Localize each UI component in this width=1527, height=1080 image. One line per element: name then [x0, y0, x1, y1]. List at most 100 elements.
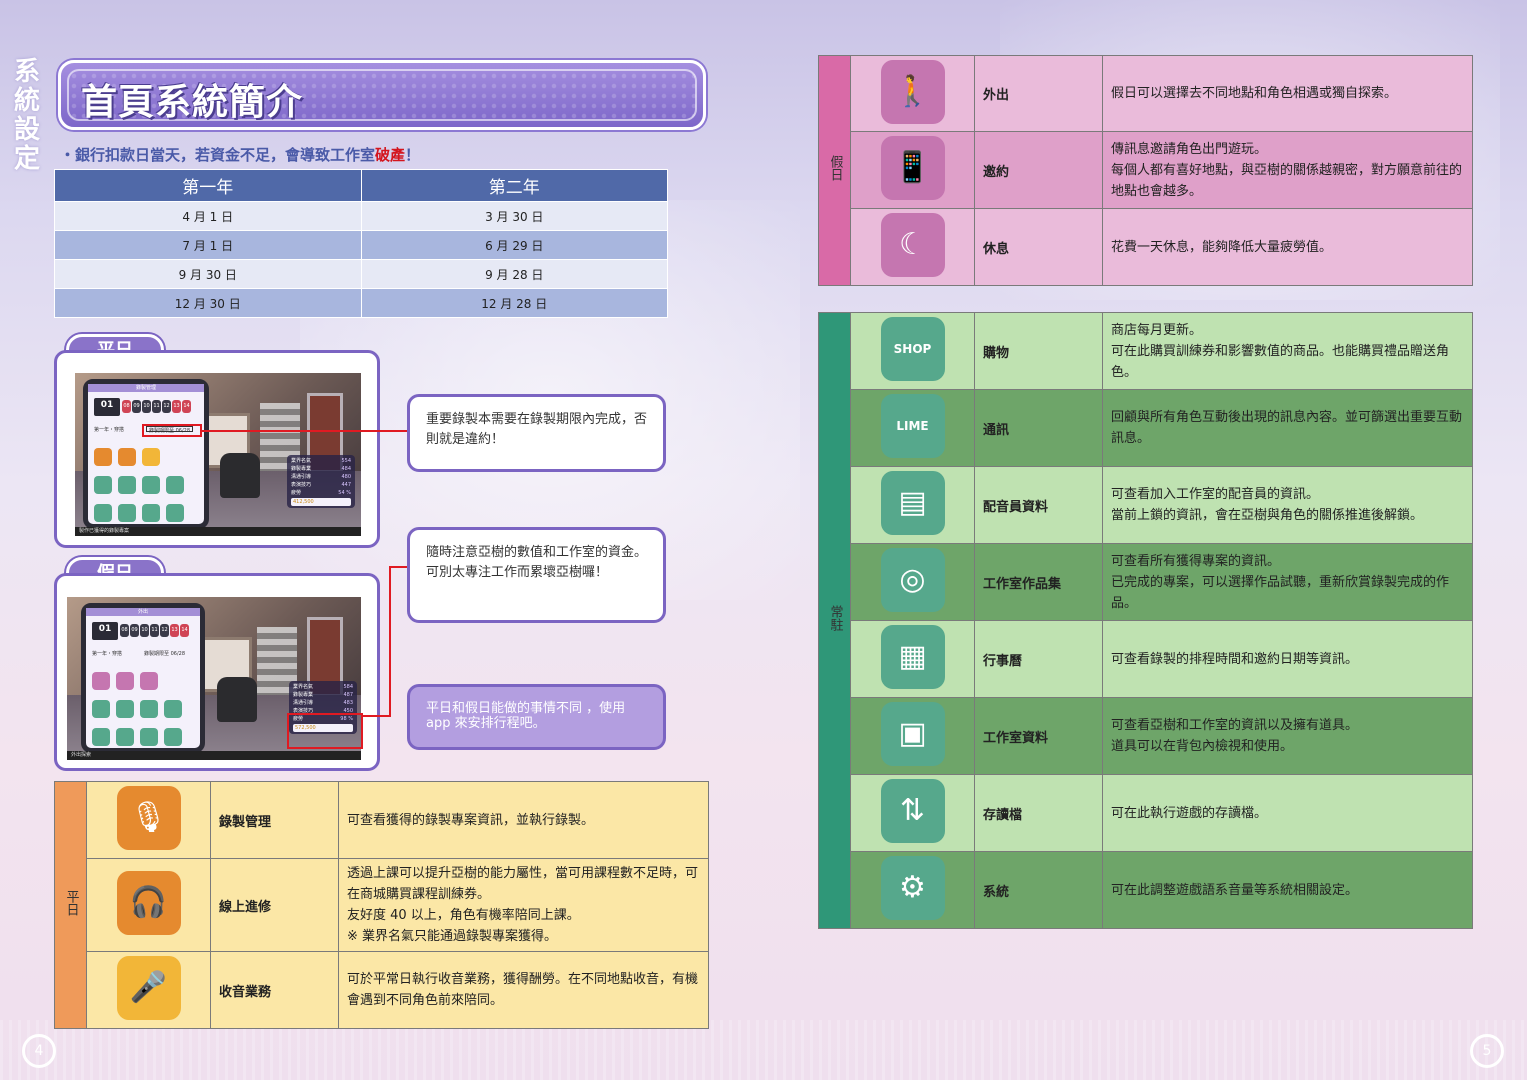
icon-cell: ◎	[850, 543, 975, 621]
deadline-callout: 重要錄製本需要在錄製期限內完成，否則就是違約！	[407, 394, 666, 472]
feature-desc: 可查看獲得的錄製專案資訊，並執行錄製。	[338, 781, 709, 859]
feature-name: 系統	[974, 851, 1103, 929]
warning-text: ・銀行扣款日當天，若資金不足，會導致工作室	[60, 146, 376, 164]
feature-desc: 可在此執行遊戲的存讀檔。	[1102, 774, 1473, 852]
table-row: 🎧 線上進修 透過上課可以提升亞樹的能力屬性，當可用課程數不足時，可在商城購買課…	[55, 858, 709, 952]
holiday-side-label: 假日	[818, 55, 851, 286]
day-chip: 11	[152, 400, 161, 413]
stat-value: 483	[343, 700, 353, 706]
side-label-text: 平日	[63, 889, 79, 916]
table-cell: 3 月 30 日	[360, 201, 668, 231]
stat-label: 業界名氣	[291, 458, 312, 464]
day-chip: 09	[130, 624, 139, 637]
deadline-highlight-box	[142, 424, 202, 437]
tablet-title: 錄製管理	[88, 384, 204, 392]
recording-app-icon	[94, 448, 112, 466]
stat-label: 溝通引導	[291, 474, 312, 480]
table-cell: 12 月 30 日	[54, 288, 362, 318]
profile-app-icon	[142, 476, 160, 494]
table-row: ▣ 工作室資料 可查看亞樹和工作室的資訊以及擁有道具。 道具可以在背包內檢視和使…	[819, 697, 1473, 775]
feature-name: 收音業務	[210, 951, 339, 1029]
page-title-banner: 首頁系統簡介	[58, 60, 706, 130]
desc-line: 假日可以選擇去不同地點和角色相遇或獨自探索。	[1111, 86, 1398, 101]
icon-cell: ⚙	[850, 851, 975, 929]
table-row: LIME 通訊 回顧與所有角色互動後出現的訊息內容。並可篩選出重要互動訊息。	[819, 389, 1473, 467]
desc-line: 已完成的專案，可以選擇作品試聽，重新欣賞錄製完成的作品。	[1111, 574, 1450, 611]
icon-cell: 🚶	[850, 55, 975, 132]
settings-gear-icon: ⚙	[880, 856, 945, 920]
table-cell: 9 月 28 日	[360, 259, 668, 289]
day-chip: 14	[182, 400, 191, 413]
stat-value: 54 %	[338, 490, 351, 496]
desc-line: 當前上鎖的資訊，會在亞樹與角色的關係推進後解鎖。	[1111, 508, 1424, 523]
studio-file-icon: ▣	[880, 702, 945, 766]
stats-highlight-box	[287, 713, 363, 749]
feature-name: 通訊	[974, 389, 1103, 467]
save-load-icon: ⇅	[880, 779, 945, 843]
desc-line: ※ 業界名氣只能通過錄製專案獲得。	[347, 929, 558, 944]
feature-name: 線上進修	[210, 858, 339, 952]
day-chip: 12	[160, 624, 169, 637]
save-app-icon	[140, 728, 158, 746]
warning-highlight: 破產	[375, 146, 406, 164]
stat-value: 487	[343, 692, 353, 698]
day-chip: 13	[172, 400, 181, 413]
icon-cell: LIME	[850, 389, 975, 467]
profile-card-icon: ▤	[880, 471, 945, 535]
table-row: ⚙ 系統 可在此調整遊戲語系音量等系統相關設定。	[819, 851, 1473, 929]
feature-desc: 假日可以選擇去不同地點和角色相遇或獨自探索。	[1102, 55, 1473, 132]
icon-text: LIME	[896, 419, 929, 433]
stat-label: 錄製專業	[293, 692, 314, 698]
stat-label: 表演技巧	[293, 708, 314, 714]
table-row: ▤ 配音員資料 可查看加入工作室的配音員的資訊。 當前上鎖的資訊，會在亞樹與角色…	[819, 466, 1473, 544]
holiday-tablet: 外出 01 08 09 10 11 12 13 14 第一年・穿搭 錄製期限至 …	[81, 603, 205, 753]
go-out-app-icon	[92, 672, 110, 690]
weekday-feature-table: 平日 🎙 錄製管理 可查看獲得的錄製專案資訊，並執行錄製。 🎧 線上進修 透過上…	[54, 781, 709, 1029]
section-vertical-title: 系統設定	[13, 57, 40, 174]
icon-text: SHOP	[893, 342, 932, 356]
side-label-text: 常駐	[827, 605, 843, 631]
desc-line: 傳訊息邀請角色出門遊玩。	[1111, 141, 1268, 157]
feature-desc: 透過上課可以提升亞樹的能力屬性，當可用課程數不足時，可在商城購買課程訓練券。 友…	[338, 858, 709, 952]
stat-value: 98 %	[340, 716, 353, 722]
desc-line: 可查看錄製的排程時間和邀約日期等資訊。	[1111, 651, 1359, 667]
stat-value: 447	[341, 482, 351, 488]
lime-app-icon	[116, 700, 134, 718]
day-chip: 09	[132, 400, 141, 413]
tablet-title: 外出	[86, 608, 200, 616]
stat-value: 480	[341, 474, 351, 480]
table-row: 🎤 收音業務 可於平常日執行收音業務，獲得酬勞。在不同地點收音，有機會遇到不同角…	[55, 951, 709, 1029]
study-app-icon	[118, 448, 136, 466]
callout-connector-vertical	[389, 566, 391, 716]
warning-suffix: ！	[405, 146, 421, 164]
tablet-deadline: 錄製期限至 06/28	[146, 426, 193, 434]
settings-app-icon	[164, 728, 182, 746]
stat-value: 584	[343, 684, 353, 690]
feature-desc: 商店每月更新。 可在此購買訓練券和影響數值的商品。也能購買禮品贈送角色。	[1102, 312, 1473, 390]
stat-label: 疲勞	[291, 490, 302, 496]
table-cell: 4 月 1 日	[54, 201, 362, 231]
icon-cell: 📱	[850, 131, 975, 209]
callout-connector	[389, 566, 408, 568]
feature-desc: 花費一天休息，能夠降低大量疲勞值。	[1102, 208, 1473, 286]
icon-cell: 🎤	[86, 951, 211, 1029]
feature-desc: 傳訊息邀請角色出門遊玩。 每個人都有喜好地點，與亞樹的關係越親密，對方願意前往的…	[1102, 131, 1473, 209]
feature-desc: 可於平常日執行收音業務，獲得酬勞。在不同地點收音，有機會遇到不同角色前來陪同。	[338, 951, 709, 1029]
rest-app-icon	[140, 672, 158, 690]
icon-cell: SHOP	[850, 312, 975, 390]
stat-value: 554	[341, 458, 351, 464]
regular-side-label: 常駐	[818, 312, 851, 929]
callout-connector	[202, 430, 408, 432]
feature-name: 休息	[974, 208, 1103, 286]
schedule-callout: 平日和假日能做的事情不同 ，使用 app 來安排行程吧。	[407, 684, 666, 750]
table-row: ▦ 行事曆 可查看錄製的排程時間和邀約日期等資訊。	[819, 620, 1473, 698]
table-cell: 12 月 28 日	[360, 288, 668, 318]
feature-name: 行事曆	[974, 620, 1103, 698]
bank-warning: ・銀行扣款日當天，若資金不足，會導致工作室破產！	[60, 144, 420, 165]
icon-cell: 🎧	[86, 858, 211, 952]
